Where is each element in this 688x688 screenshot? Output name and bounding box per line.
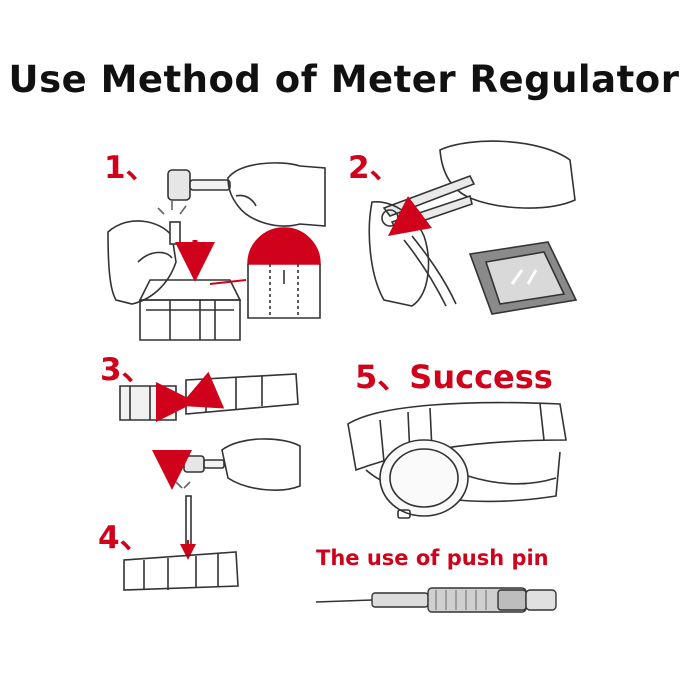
pin-tray: [468, 241, 578, 315]
magnifier-detail: [247, 227, 321, 319]
step-2-label: 2、: [348, 150, 401, 186]
bracelet-links: [138, 279, 242, 341]
step-4-illustration: [123, 438, 301, 591]
step-1-illustration: [107, 162, 326, 341]
page-title: Use Method of Meter Regulator: [8, 58, 680, 101]
watch-icon: [347, 401, 567, 519]
step-5-success-label: 5、Success: [355, 358, 553, 396]
push-pin-caption: The use of push pin: [316, 546, 549, 570]
step-1-label: 1、: [104, 150, 157, 186]
step-4-label: 4、: [98, 520, 151, 556]
step-3-label: 3、: [100, 352, 153, 388]
pliers-icon: [381, 174, 476, 231]
push-pin-tool-icon: [315, 587, 557, 613]
step-2-illustration: [368, 140, 578, 315]
hammer-icon: [167, 169, 231, 201]
step-3-illustration: [119, 371, 299, 422]
